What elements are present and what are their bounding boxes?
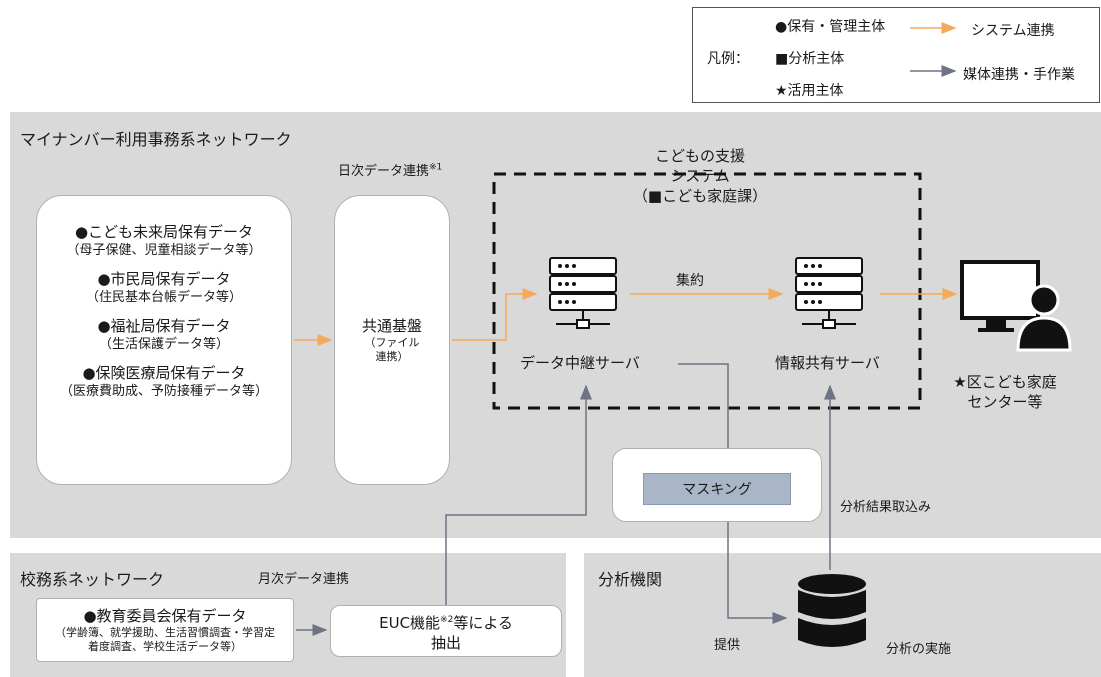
monthly-link-label: 月次データ連携 [258, 572, 350, 587]
source-item: ●市民局保有データ （住民基本台帳データ等） [85, 270, 242, 305]
legend-owner: ●保有・管理主体 [775, 19, 886, 35]
daily-link-label: 日次データ連携※1 [338, 162, 443, 179]
legend-prefix: 凡例： [707, 51, 749, 67]
legend-user: ★活用主体 [775, 83, 844, 99]
aggregate-label: 集約 [676, 273, 704, 289]
edu-board-box: ●教育委員会保有データ （学齢簿、就学援助、生活習慣調査・学習定 着度調査、学校… [36, 598, 294, 662]
relay-server-label: データ中継サーバ [520, 354, 640, 372]
mynumber-network-title: マイナンバー利用事務系ネットワーク [20, 130, 292, 149]
share-server-label: 情報共有サーバ [775, 354, 880, 372]
center-label: ★区こども家庭 センター等 [953, 373, 1057, 411]
analysis-exec-label: 分析の実施 [886, 642, 952, 657]
analysis-org-title: 分析機関 [598, 570, 663, 589]
source-item: ●保険医療局保有データ （医療費助成、予防接種データ等） [59, 364, 268, 399]
source-data-box: ●こども未来局保有データ （母子保健、児童相談データ等） ●市民局保有データ （… [36, 195, 292, 485]
common-base-box: 共通基盤 （ファイル 連携） [334, 195, 450, 485]
legend: 凡例： ●保有・管理主体 ■分析主体 ★活用主体 システム連携 媒体連携・手作業 [692, 7, 1100, 103]
source-item: ●福祉局保有データ （生活保護データ等） [97, 317, 231, 352]
support-system-title: こどもの支援 システム （■こども家庭課） [632, 147, 768, 205]
provide-label: 提供 [714, 638, 741, 653]
legend-system-link: システム連携 [971, 23, 1055, 39]
source-item: ●こども未来局保有データ （母子保健、児童相談データ等） [66, 223, 262, 258]
masking-box: マスキング [612, 448, 822, 522]
legend-media-link: 媒体連携・手作業 [963, 67, 1075, 83]
euc-box: EUC機能※2等による 抽出 [330, 605, 562, 657]
masking-label-box: マスキング [643, 473, 791, 505]
import-results-label: 分析結果取込み [840, 500, 932, 515]
legend-analyzer: ■分析主体 [775, 51, 845, 67]
school-network-title: 校務系ネットワーク [20, 570, 165, 589]
